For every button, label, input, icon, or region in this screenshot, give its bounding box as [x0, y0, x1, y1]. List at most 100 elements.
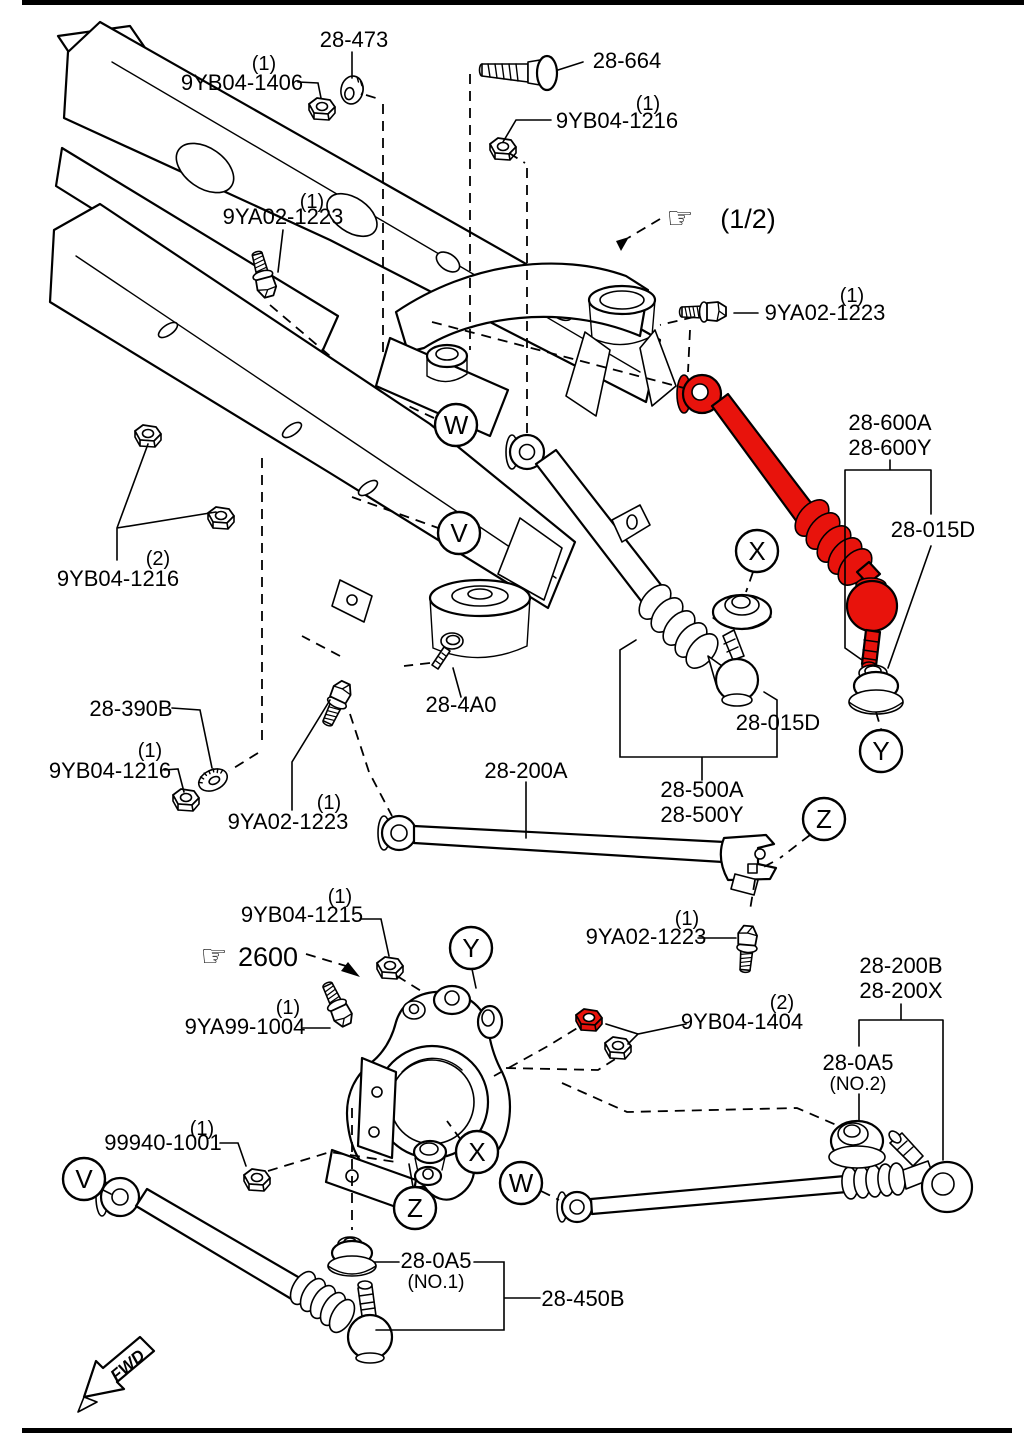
callout-9yb04-1404: 9YB04-1404	[681, 1009, 803, 1034]
qty-9ya99-1004: (1)	[276, 997, 300, 1019]
bottom-border	[22, 1428, 1012, 1433]
svg-text:Z: Z	[816, 804, 832, 834]
callout-9yb04-1216-x2: 9YB04-1216	[57, 566, 179, 591]
nut-9yb04-1215	[376, 956, 404, 980]
callout-28-015d-mid: 28-015D	[736, 710, 820, 735]
dashed-lines	[228, 74, 882, 1230]
bolt-28-664	[478, 54, 559, 92]
bolt-9ya02-1223-midleft	[316, 677, 357, 731]
lateral-link-28-600-highlighted	[676, 373, 899, 671]
qty-9ya02-1223-tl: (1)	[300, 191, 324, 213]
arm-28-450b	[95, 1176, 394, 1364]
callout-28-015d-right: 28-015D	[891, 517, 975, 542]
callout-28-0a5-no1: 28-0A5	[401, 1248, 472, 1273]
link-28-200b	[556, 1130, 974, 1224]
svg-text:W: W	[444, 410, 469, 440]
nut-99940-1001	[243, 1168, 271, 1192]
bolt-9ya99-1004	[316, 977, 357, 1031]
pointing-hand-icon: ☞	[667, 201, 694, 236]
callout-99940-1001: 99940-1001	[104, 1130, 221, 1155]
callout-28-500a: 28-500A	[660, 777, 744, 802]
view-marker-v2: V	[61, 1156, 107, 1202]
hardware	[134, 54, 760, 1192]
washer-28-390b	[197, 768, 229, 792]
arrowhead	[341, 962, 360, 977]
qty-99940-1001: (1)	[190, 1118, 214, 1140]
view-marker-y1: Y	[858, 728, 904, 774]
nut-9yb04-1216-left	[172, 788, 200, 812]
callout-9ya99-1004: 9YA99-1004	[185, 1014, 306, 1039]
fwd-arrow: FWD	[77, 1335, 156, 1413]
svg-text:Z: Z	[407, 1193, 423, 1223]
qty-9yb04-1215: (1)	[328, 886, 352, 908]
view-marker-w2: W	[498, 1160, 544, 1206]
qty-9ya02-1223-b: (1)	[675, 908, 699, 930]
bushing-28-0a5-no1	[327, 1236, 377, 1277]
bushing-28-0a5-no2	[828, 1119, 886, 1169]
callout-9yb04-1216-top: 9YB04-1216	[556, 108, 678, 133]
knuckle-2600	[324, 984, 511, 1214]
bushing-28-015d-mid	[711, 593, 773, 631]
upper-link-28-500	[505, 433, 760, 707]
pointing-hand-icon: ☞	[201, 939, 228, 974]
callout-28-200b: 28-200B	[859, 953, 942, 978]
ball-stud	[722, 629, 745, 661]
qty-9yb04-1406: (1)	[252, 53, 276, 75]
svg-text:Y: Y	[462, 933, 479, 963]
callout-28-390b: 28-390B	[89, 696, 172, 721]
ball-stud	[860, 628, 882, 668]
nut-9yb04-1404-highlighted	[575, 1008, 603, 1032]
callout-28-4a0: 28-4A0	[426, 692, 497, 717]
view-marker-x1: X	[734, 528, 780, 574]
nut-9yb04-1216-b	[207, 506, 235, 530]
callout-9ya02-1223-b: 9YA02-1223	[586, 924, 707, 949]
view-marker-y2: Y	[448, 925, 494, 971]
svg-text:X: X	[748, 536, 765, 566]
callout-28-0a5-no2-sub: (NO.2)	[830, 1074, 887, 1095]
svg-text:V: V	[75, 1164, 93, 1194]
svg-text:X: X	[468, 1137, 485, 1167]
view-marker-v1: V	[436, 510, 482, 556]
callout-labels: 28-473 (1) 9YB04-1406 28-664 (1) 9YB04-1…	[49, 27, 975, 1311]
washer-28-473	[340, 75, 364, 105]
view-marker-z1: Z	[801, 796, 847, 842]
callout-9ya02-1223-r: 9YA02-1223	[765, 300, 886, 325]
callout-9ya02-1223-tl: 9YA02-1223	[223, 204, 344, 229]
bushing-28-015d-right	[848, 664, 904, 715]
qty-9ya02-1223-r: (1)	[840, 285, 864, 307]
bolt-9ya02-1223-bottom	[733, 924, 760, 975]
leader-lines	[98, 51, 944, 1331]
callout-28-200x: 28-200X	[859, 978, 943, 1003]
arrowhead	[616, 237, 629, 251]
callout-9yb04-1406: 9YB04-1406	[181, 70, 303, 95]
page-borders	[22, 0, 1024, 1433]
callout-9ya02-1223-ml: 9YA02-1223	[228, 809, 349, 834]
callout-28-0a5-no1-sub: (NO.1)	[408, 1272, 465, 1293]
view-markers: W V X Y Z Y V X	[61, 402, 904, 1231]
subframe-drawing	[48, 20, 677, 659]
qty-9yb04-1216-l: (1)	[138, 740, 162, 762]
callout-28-500y: 28-500Y	[660, 802, 744, 827]
view-marker-z2: Z	[392, 1185, 438, 1231]
callout-28-600y: 28-600Y	[848, 435, 932, 460]
view-marker-x2: X	[454, 1129, 500, 1175]
callout-28-664: 28-664	[593, 48, 662, 73]
nut-9yb04-1406	[308, 97, 336, 121]
nut-9yb04-1404-b	[604, 1036, 632, 1060]
callout-9yb04-1215: 9YB04-1215	[241, 902, 363, 927]
qty-9yb04-1404: (2)	[770, 992, 794, 1014]
ball-stud	[357, 1285, 377, 1317]
svg-text:W: W	[509, 1168, 534, 1198]
view-marker-w1: W	[433, 402, 479, 448]
ref-2600: 2600	[238, 942, 298, 972]
qty-9yb04-1216-top: (1)	[636, 93, 660, 115]
ref-1-2: (1/2)	[720, 204, 776, 234]
qty-9ya02-1223-ml: (1)	[317, 792, 341, 814]
svg-text:Y: Y	[872, 736, 889, 766]
screw-28-4a0	[431, 632, 464, 670]
arm-28-200a	[377, 814, 778, 896]
callout-28-200a: 28-200A	[484, 758, 568, 783]
rear-frame-arm	[394, 262, 650, 354]
